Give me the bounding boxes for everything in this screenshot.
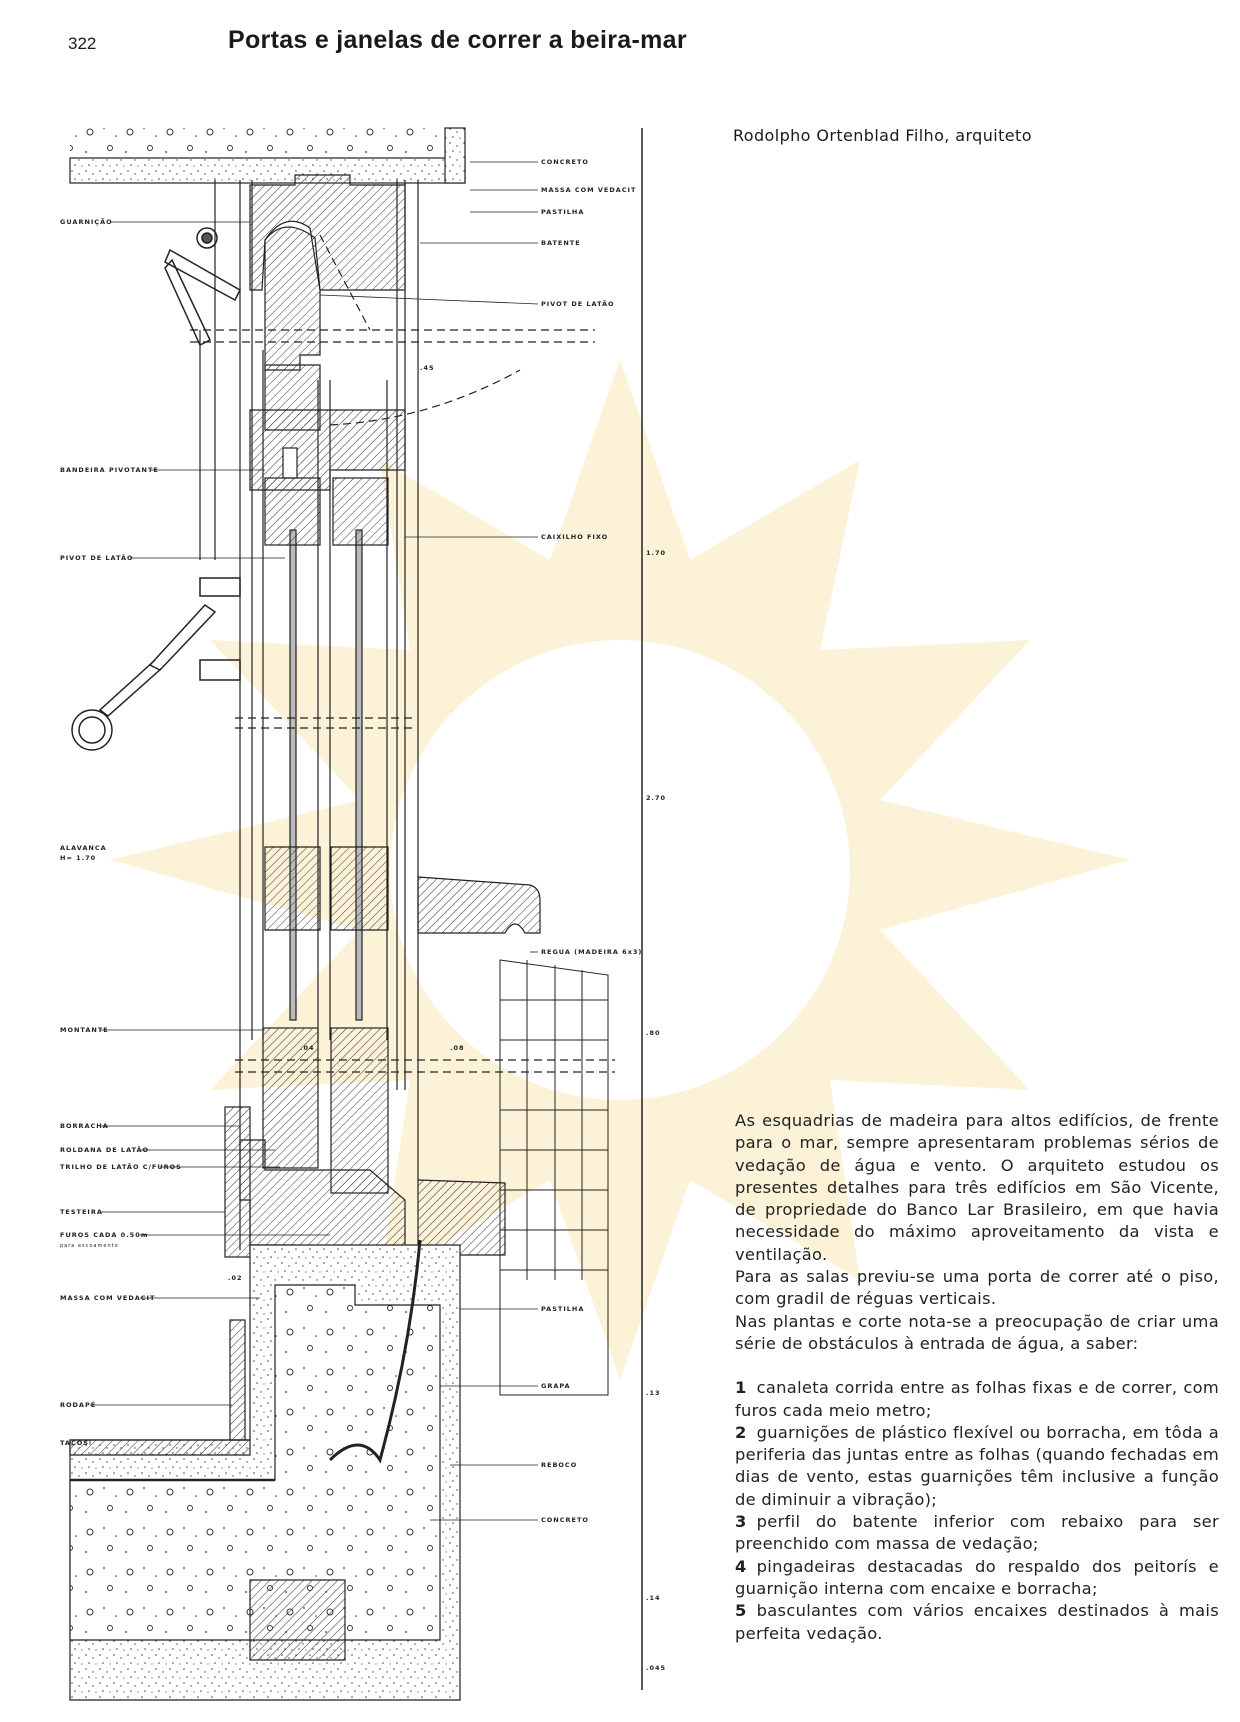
label-caixilho-fixo: CAIXILHO FIXO [541, 533, 608, 541]
label-grapa: GRAPA [541, 1382, 571, 1390]
article-text: As esquadrias de madeira para altos edif… [735, 1110, 1219, 1645]
label-furos: FUROS CADA 0.50m [60, 1231, 149, 1239]
label-testeira: TESTEIRA [60, 1208, 103, 1216]
list-text: pingadeiras destacadas do respaldo dos p… [735, 1556, 1219, 1598]
bandeira-top [264, 226, 321, 371]
label-alavanca: ALAVANCA [60, 844, 107, 852]
paragraph: As esquadrias de madeira para altos edif… [735, 1111, 1219, 1264]
list-text: basculantes com vários encaixes destinad… [735, 1601, 1219, 1643]
list-number: 4 [735, 1556, 747, 1576]
list-text: guarnições de plástico flexível ou borra… [735, 1422, 1219, 1509]
label-bandeira: BANDEIRA PIVOTANTE [60, 466, 159, 474]
dim-13: .13 [646, 1389, 661, 1397]
dim-045: .045 [646, 1664, 666, 1672]
label-tacos: TACOS [60, 1439, 89, 1447]
label-concreto: CONCRETO [541, 158, 589, 166]
label-pivot-latao: PIVOT DE LATÃO [541, 299, 615, 308]
section-drawing: CONCRETO MASSA COM VEDACIT PASTILHA BATE… [60, 127, 666, 1701]
exterior-sill [417, 876, 541, 934]
dim-080: .80 [646, 1029, 661, 1037]
top-plaster [69, 157, 466, 184]
label-montante: MONTANTE [60, 1026, 109, 1034]
list-text: perfil do batente inferior com rebaixo p… [735, 1512, 1219, 1554]
label-concreto-bottom: CONCRETO [541, 1516, 589, 1524]
railing-grid [499, 959, 609, 1396]
list-number: 1 [735, 1378, 747, 1398]
label-furos-sub: para escoamento [60, 1243, 119, 1249]
label-borracha: BORRACHA [60, 1122, 109, 1130]
fixed-sash-top [332, 477, 389, 546]
paragraph: Para as salas previu-se uma porta de cor… [735, 1267, 1219, 1309]
label-massa-bottom: MASSA COM VEDACIT [60, 1294, 155, 1302]
page-number: 322 [68, 34, 97, 53]
label-massa-vedacit: MASSA COM VEDACIT [541, 186, 636, 194]
label-alavanca-h: H= 1.70 [60, 854, 96, 862]
page-title: Portas e janelas de correr a beira-mar [228, 26, 687, 54]
list-number: 5 [735, 1601, 747, 1621]
dim-14: .14 [646, 1594, 661, 1602]
list-text: canaleta corrida entre as folhas fixas e… [735, 1378, 1219, 1420]
lever-alavanca [71, 227, 241, 751]
label-pastilha: PASTILHA [541, 208, 584, 216]
dim-45: .45 [420, 364, 435, 372]
dim-04: .04 [300, 1044, 315, 1052]
author-credit: Rodolpho Ortenblad Filho, arquiteto [733, 126, 1032, 145]
label-trilho: TRILHO DE LATÃO C/FUROS [60, 1162, 182, 1171]
dim-270: 2.70 [646, 794, 666, 802]
top-concrete-slab [70, 128, 445, 158]
label-batente: BATENTE [541, 239, 581, 247]
label-pivot-left: PIVOT DE LATÃO [60, 553, 134, 562]
dim-170: 1.70 [646, 549, 666, 557]
dim-08: .08 [450, 1044, 465, 1052]
label-pastilha-bottom: PASTILHA [541, 1305, 584, 1313]
list-number: 3 [735, 1512, 747, 1532]
label-roldana: ROLDANA DE LATÃO [60, 1145, 149, 1154]
label-reboco: REBOCO [541, 1461, 577, 1469]
bottom-batente-lower [249, 1579, 346, 1661]
paragraph: Nas plantas e corte nota-se a preocupaçã… [735, 1311, 1219, 1353]
sliding-sash-top [264, 477, 321, 546]
dim-02: .02 [228, 1274, 243, 1282]
label-rodape: RODAPÉ [60, 1400, 96, 1409]
label-guarnicao: GUARNIÇÃO [60, 217, 113, 226]
label-regua: REGUA (MADEIRA 6x3) [541, 948, 642, 956]
list-number: 2 [735, 1422, 747, 1442]
